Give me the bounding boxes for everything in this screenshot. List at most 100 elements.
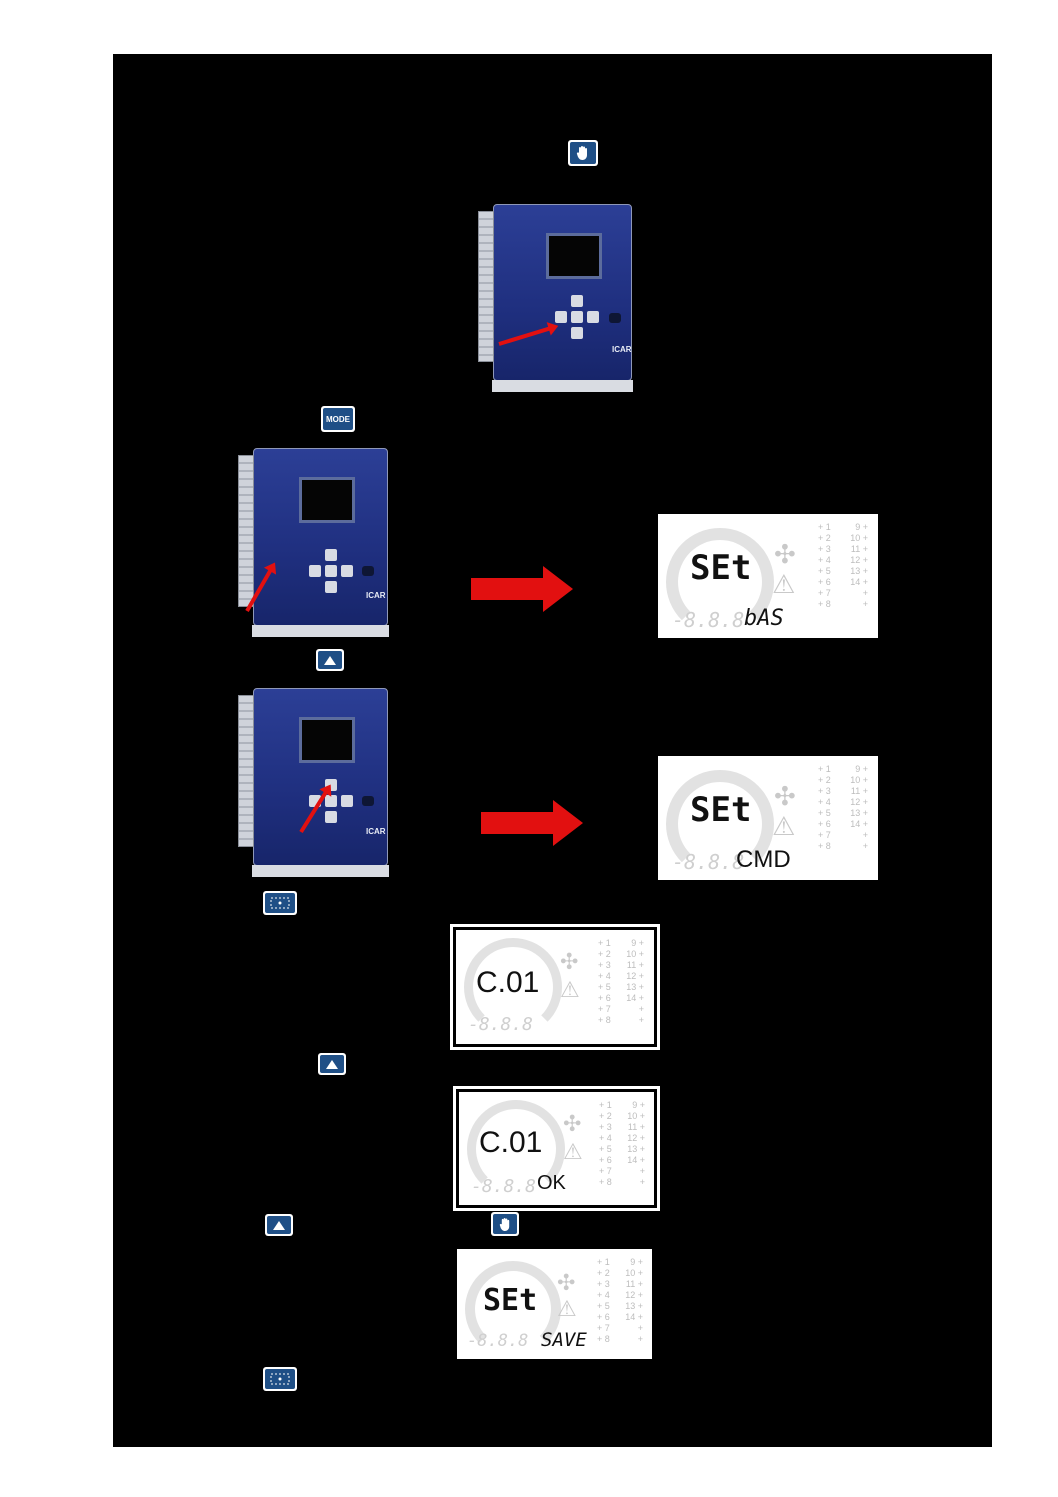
step-number: + 3 bbox=[818, 544, 831, 554]
lcd-main-text: SEt bbox=[483, 1283, 538, 1318]
device-logo: ICAR bbox=[612, 345, 632, 354]
step-number: + bbox=[862, 588, 868, 598]
lcd-sub-text: SAVE bbox=[541, 1329, 587, 1351]
step-number: 13 + bbox=[627, 1144, 645, 1154]
step-number: 12 + bbox=[625, 1290, 643, 1300]
lcd-sub-text: CMD bbox=[736, 846, 791, 873]
hand-icon bbox=[499, 1217, 509, 1231]
step-number-row: + 3 11 + bbox=[818, 786, 868, 797]
step-number: 10 + bbox=[627, 1111, 645, 1121]
step-number-row: + 7 + bbox=[597, 1323, 643, 1334]
step-number-row: + 5 13 + bbox=[599, 1144, 645, 1155]
manual-key-hand-icon bbox=[568, 140, 598, 166]
step-number: + 8 bbox=[818, 841, 831, 851]
lcd-sub-text: bAS bbox=[744, 606, 784, 631]
step-number: + 4 bbox=[599, 1133, 612, 1143]
step-number: 10 + bbox=[626, 949, 644, 959]
enter-key bbox=[263, 1367, 297, 1391]
step-number: + 7 bbox=[598, 1004, 611, 1014]
step-number: + 1 bbox=[597, 1257, 610, 1267]
step-number-row: + 8 + bbox=[818, 599, 868, 610]
step-number: + bbox=[862, 841, 868, 851]
device-screen bbox=[299, 717, 355, 763]
step-number: 14 + bbox=[850, 819, 868, 829]
step-number: 14 + bbox=[627, 1155, 645, 1165]
fan-icon: ✣ bbox=[774, 540, 796, 570]
step-number: + 4 bbox=[598, 971, 611, 981]
enter-key bbox=[263, 891, 297, 915]
step-number: + 8 bbox=[599, 1177, 612, 1187]
step-number-row: + 8 + bbox=[599, 1177, 645, 1188]
step-number: + 7 bbox=[818, 588, 831, 598]
warning-icon: ⚠ bbox=[557, 1297, 577, 1322]
step-number: + 3 bbox=[599, 1122, 612, 1132]
step-number: + 1 bbox=[818, 522, 831, 532]
step-number: 14 + bbox=[626, 993, 644, 1003]
lcd-main-text: C.01 bbox=[476, 966, 540, 999]
step-number: + 4 bbox=[818, 797, 831, 807]
step-number: 9 + bbox=[855, 522, 868, 532]
device-screen bbox=[299, 477, 355, 523]
step-number-row: + 7 + bbox=[599, 1166, 645, 1177]
lcd-main-text: C.01 bbox=[479, 1126, 543, 1159]
step-number-row: + 8 + bbox=[597, 1334, 643, 1345]
step-number: 11 + bbox=[627, 1122, 645, 1132]
fan-icon: ✣ bbox=[774, 782, 796, 812]
step-number: + 7 bbox=[818, 830, 831, 840]
step-number: 12 + bbox=[627, 1133, 645, 1143]
arrow-up-icon bbox=[326, 1059, 338, 1069]
step-number: + bbox=[862, 830, 868, 840]
step-number: + 6 bbox=[818, 819, 831, 829]
step-number: 10 + bbox=[850, 775, 868, 785]
warning-icon: ⚠ bbox=[772, 812, 796, 842]
step-number: 9 + bbox=[632, 1100, 645, 1110]
step-number: 11 + bbox=[850, 544, 868, 554]
controller-device-2: ICAR bbox=[238, 448, 389, 637]
usb-port bbox=[609, 313, 621, 323]
step-number: + bbox=[637, 1334, 643, 1344]
step-number: 14 + bbox=[625, 1312, 643, 1322]
step-number: 14 + bbox=[850, 577, 868, 587]
step-number: 9 + bbox=[630, 1257, 643, 1267]
step-number: 11 + bbox=[850, 786, 868, 796]
step-number: + 2 bbox=[598, 949, 611, 959]
keypad bbox=[309, 549, 353, 593]
big-right-arrow bbox=[471, 566, 573, 612]
step-number: + 6 bbox=[599, 1155, 612, 1165]
step-number: + 8 bbox=[598, 1015, 611, 1025]
step-number: + 1 bbox=[598, 938, 611, 948]
step-number: + 8 bbox=[818, 599, 831, 609]
step-number: + 2 bbox=[597, 1268, 610, 1278]
up-key bbox=[265, 1214, 293, 1236]
step-number: + 3 bbox=[597, 1279, 610, 1289]
lcd-ghost-digits: -8.8.8 bbox=[672, 608, 745, 632]
keypad bbox=[555, 295, 599, 339]
warning-icon: ⚠ bbox=[563, 1140, 583, 1165]
manual-key-hand-icon bbox=[491, 1212, 519, 1236]
enter-icon bbox=[270, 1373, 290, 1385]
step-number-row: + 1 9 + bbox=[818, 522, 868, 533]
lcd-ghost-digits: -8.8.8 bbox=[468, 1014, 534, 1035]
step-number: 12 + bbox=[850, 555, 868, 565]
arrow-up-icon bbox=[324, 655, 336, 665]
step-number-row: + 8 + bbox=[818, 841, 868, 852]
step-number: + 5 bbox=[818, 808, 831, 818]
warning-icon: ⚠ bbox=[560, 978, 580, 1003]
step-number: + 3 bbox=[818, 786, 831, 796]
step-number: 12 + bbox=[626, 971, 644, 981]
step-number: + 5 bbox=[599, 1144, 612, 1154]
fan-icon: ✣ bbox=[557, 1271, 576, 1296]
